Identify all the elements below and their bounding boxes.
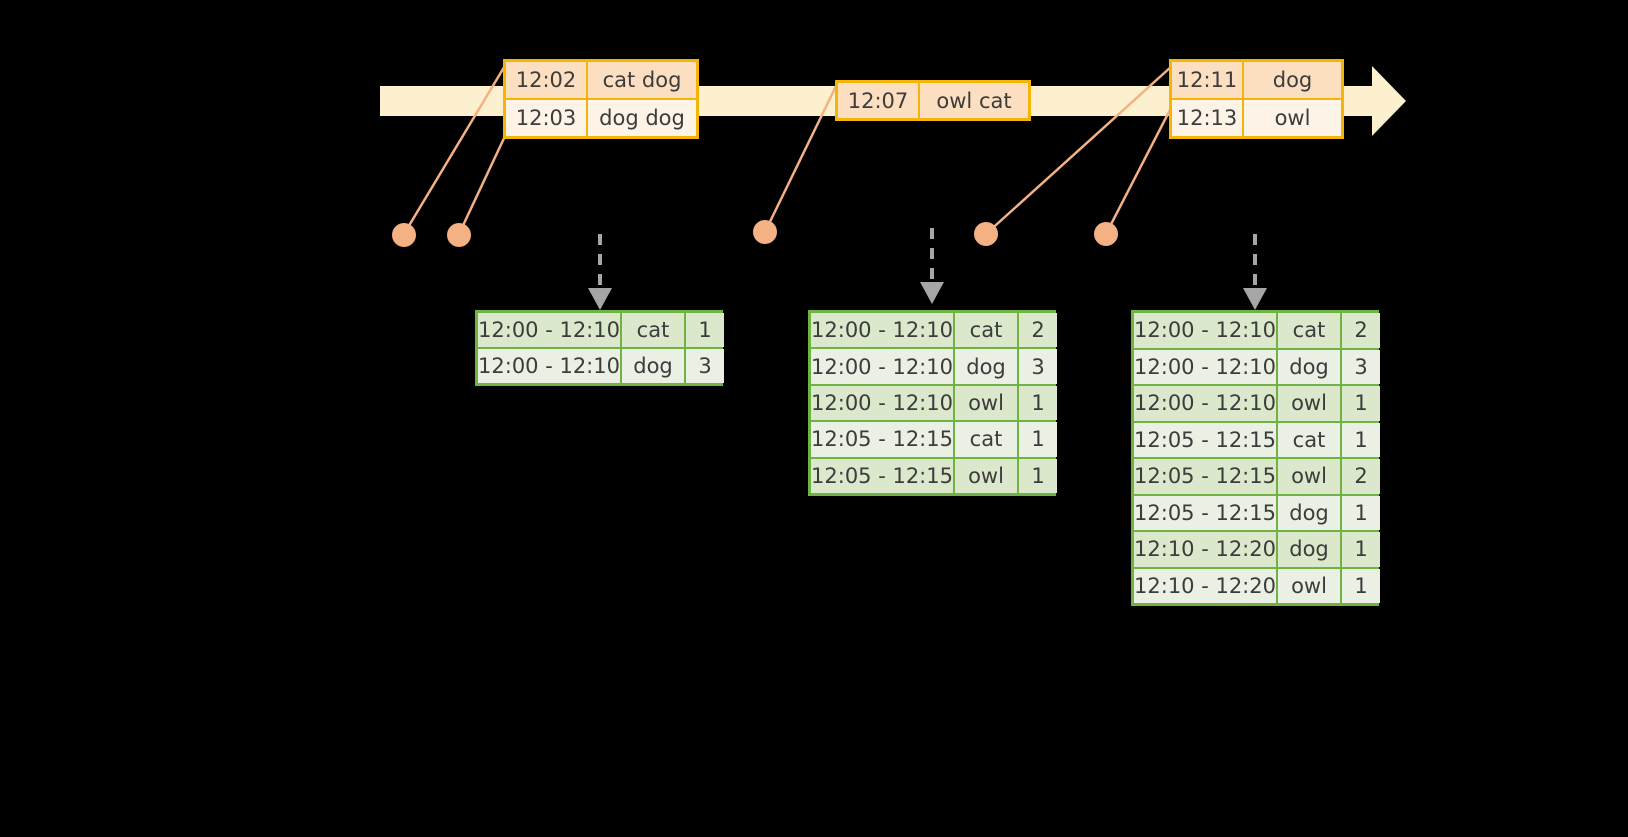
window-cell: 12:00 - 12:10 (811, 313, 953, 348)
key-cell: dog (1278, 495, 1340, 530)
window-cell: 12:05 - 12:15 (811, 458, 953, 494)
count-cell: 1 (1019, 458, 1057, 494)
key-cell: cat (955, 313, 1017, 348)
event-time: 12:13 (1172, 100, 1244, 136)
key-cell: dog (1278, 349, 1340, 384)
key-cell: cat (1278, 422, 1340, 457)
count-cell: 1 (1019, 422, 1057, 457)
window-cell: 12:00 - 12:10 (1134, 386, 1276, 421)
key-cell: owl (1278, 459, 1340, 494)
event-row[interactable]: 12:13 owl (1172, 98, 1341, 136)
key-cell: owl (955, 458, 1017, 494)
key-cell: cat (955, 422, 1017, 457)
window-cell: 12:00 - 12:10 (1134, 313, 1276, 348)
event-dots (392, 220, 1118, 247)
count-cell: 1 (1342, 495, 1380, 530)
count-cell: 2 (1019, 313, 1057, 348)
event-marker-12-07 (753, 220, 777, 244)
count-cell: 1 (1342, 532, 1380, 567)
key-cell: cat (1278, 313, 1340, 348)
event-words: owl cat (936, 88, 1012, 113)
event-words: owl (1274, 106, 1311, 130)
count-cell: 1 (1342, 568, 1380, 603)
window-cell: 12:10 - 12:20 (1134, 568, 1276, 603)
event-marker-12-03 (447, 223, 471, 247)
count-cell: 2 (1342, 313, 1380, 348)
event-words: dog dog (599, 106, 685, 130)
key-cell: dog (955, 349, 1017, 384)
count-cell: 3 (686, 349, 724, 383)
key-cell: owl (1278, 386, 1340, 421)
count-cell: 1 (1342, 386, 1380, 421)
event-group-1[interactable]: 12:02 cat dog 12:03 dog dog (503, 59, 699, 139)
event-row[interactable]: 12:11 dog (1172, 62, 1341, 98)
window-cell: 12:00 - 12:10 (811, 385, 953, 421)
flow-arrows (598, 228, 1257, 288)
event-row[interactable]: 12:03 dog dog (506, 98, 696, 136)
window-cell: 12:00 - 12:10 (1134, 349, 1276, 384)
key-cell: dog (622, 349, 684, 383)
event-time: 12:03 (506, 100, 588, 136)
event-marker-12-13 (1094, 222, 1118, 246)
window-cell: 12:00 - 12:10 (811, 349, 953, 384)
count-cell: 1 (686, 313, 724, 347)
event-row[interactable]: 12:02 cat dog (506, 62, 696, 98)
count-cell: 2 (1342, 459, 1380, 494)
key-cell: owl (1278, 568, 1340, 603)
key-cell: owl (955, 385, 1017, 421)
window-cell: 12:00 - 12:10 (478, 313, 620, 347)
event-row[interactable]: 12:07 owl cat (838, 83, 1028, 118)
event-words: cat dog (602, 68, 682, 92)
event-group-3[interactable]: 12:11 dog 12:13 owl (1169, 59, 1344, 139)
window-cell: 12:05 - 12:15 (1134, 422, 1276, 457)
event-marker-12-02 (392, 223, 416, 247)
event-time: 12:11 (1172, 62, 1244, 98)
window-cell: 12:00 - 12:10 (478, 349, 620, 383)
count-cell: 3 (1342, 349, 1380, 384)
count-cell: 1 (1019, 385, 1057, 421)
key-cell: dog (1278, 532, 1340, 567)
event-group-2[interactable]: 12:07 owl cat (835, 80, 1031, 121)
event-time: 12:07 (838, 83, 920, 118)
count-cell: 3 (1019, 349, 1057, 384)
window-cell: 12:10 - 12:20 (1134, 532, 1276, 567)
window-cell: 12:05 - 12:15 (1134, 459, 1276, 494)
key-cell: cat (622, 313, 684, 347)
event-time: 12:02 (506, 62, 588, 98)
window-cell: 12:05 - 12:15 (1134, 495, 1276, 530)
window-cell: 12:05 - 12:15 (811, 422, 953, 457)
event-words: dog (1272, 68, 1313, 92)
count-cell: 1 (1342, 422, 1380, 457)
event-marker-12-11 (974, 222, 998, 246)
flow-arrowheads (588, 282, 1267, 310)
